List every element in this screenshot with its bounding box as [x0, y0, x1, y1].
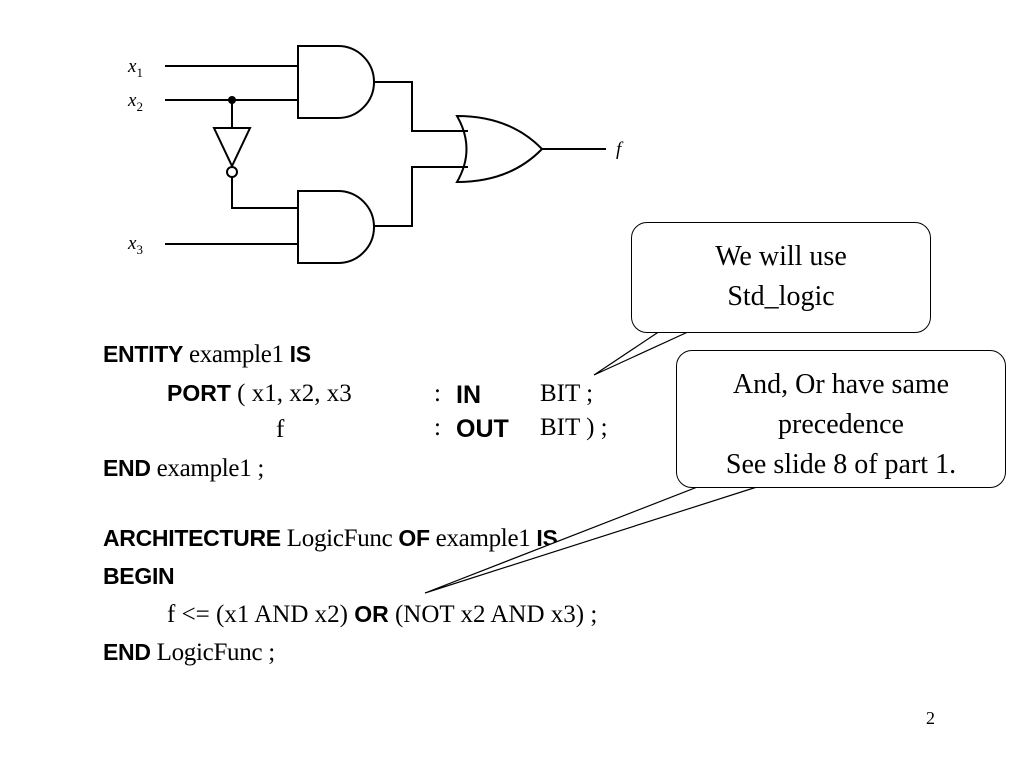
code-line-begin: BEGIN [103, 563, 175, 589]
input-label-x3: x3 [127, 233, 143, 257]
code-port-colon-in: : [434, 380, 441, 407]
code-port-dir-out: OUT [456, 415, 509, 443]
code-line-entity: ENTITY example1 IS [103, 341, 311, 368]
page-number: 2 [926, 708, 935, 728]
and-gate-bottom [297, 190, 375, 264]
callout-std-logic-line1: We will use [715, 241, 847, 272]
not-bubble [226, 166, 238, 178]
code-line-architecture: ARCHITECTURE LogicFunc OF example1 IS [103, 525, 558, 552]
code-line-assign: f <= (x1 AND x2) OR (NOT x2 AND x3) ; [167, 601, 598, 628]
or-gate [455, 114, 544, 184]
callout-std-logic: We will use Std_logic [631, 222, 931, 333]
input-label-x2: x2 [127, 90, 143, 114]
input-label-x1: x1 [127, 56, 143, 80]
callout-std-logic-line2: Std_logic [727, 281, 835, 312]
code-line-end-arch: END LogicFunc ; [103, 639, 275, 666]
code-port-signal-out: f [276, 416, 285, 443]
callout-precedence-line3: See slide 8 of part 1. [725, 449, 957, 480]
output-label-f: f [616, 139, 624, 160]
code-port-type-out: BIT ) ; [540, 414, 608, 441]
code-port-keyword: PORT ( x1, x2, x3 [167, 380, 352, 407]
code-port-type-in: BIT ; [540, 380, 594, 407]
code-line-end-entity: END example1 ; [103, 455, 265, 482]
code-port-colon-out: : [434, 414, 441, 441]
callout-precedence-line2: precedence [778, 409, 904, 440]
callout-precedence: And, Or have same precedence See slide 8… [676, 350, 1006, 488]
logic-circuit-diagram: x1 x2 x3 f [127, 45, 624, 264]
wire-not-to-and2 [231, 177, 298, 209]
wire-and1-to-or [374, 81, 468, 132]
code-port-dir-in: IN [456, 381, 481, 409]
wire-and2-to-or [374, 166, 468, 227]
callout-precedence-line1: And, Or have same [732, 369, 950, 400]
and-gate-top [297, 45, 375, 119]
not-gate [212, 127, 252, 169]
